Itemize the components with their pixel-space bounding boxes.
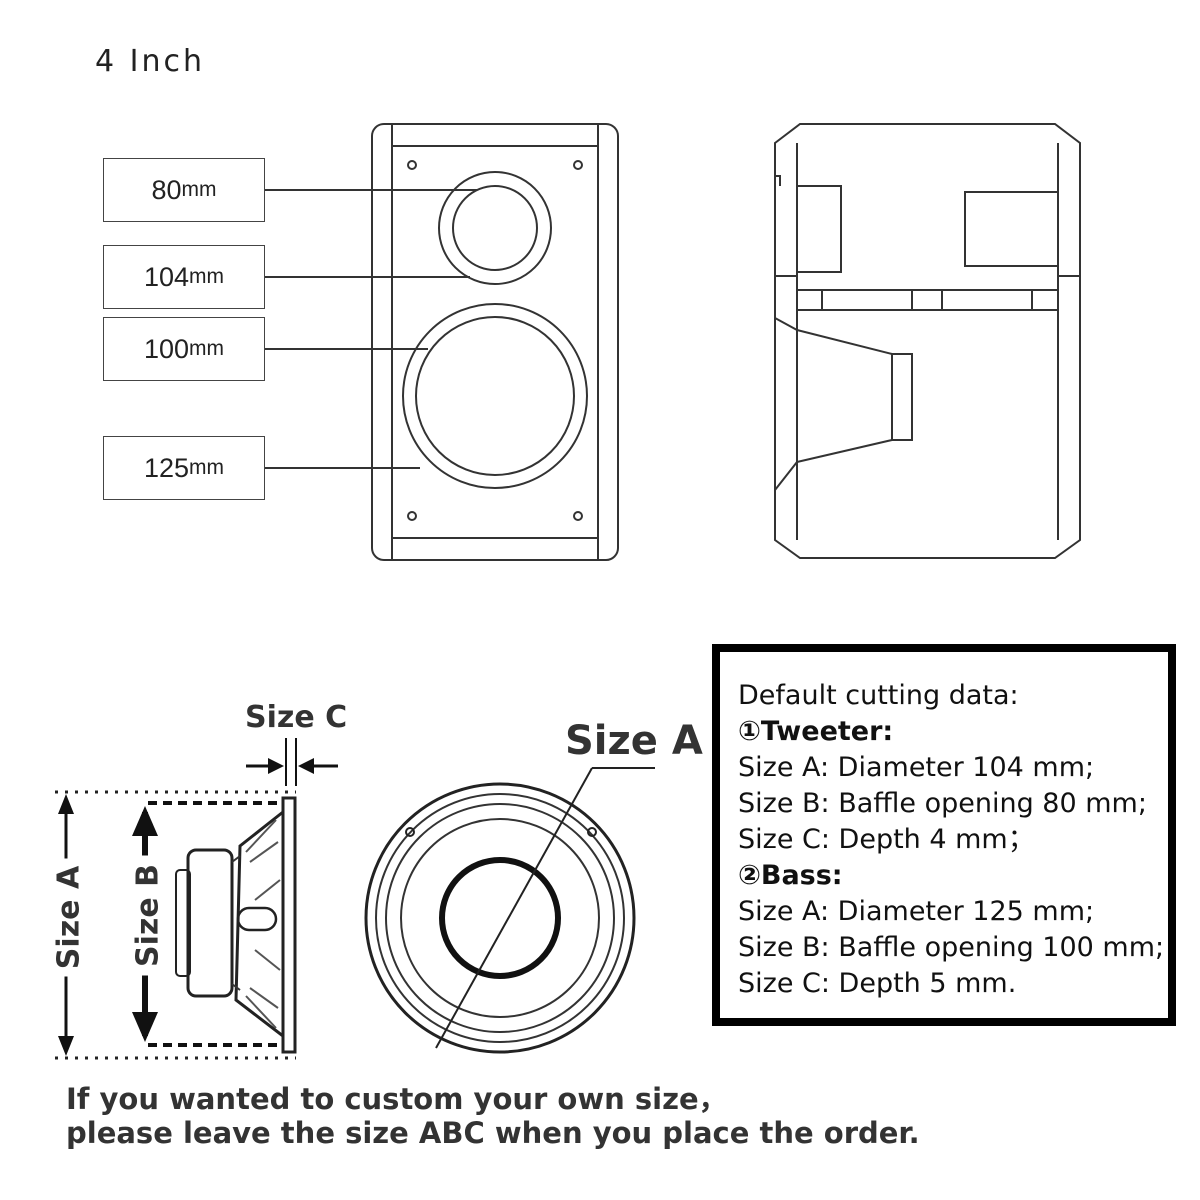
dimension-unit: mm — [189, 265, 225, 288]
driver-front-view — [364, 767, 655, 1054]
cutting-data-title: Default cutting data: — [738, 680, 1019, 711]
dimension-value: 100 — [143, 333, 190, 364]
dimension-value: 125 — [143, 452, 190, 483]
size-c-label: Size C — [245, 700, 348, 735]
dimension-unit: mm — [189, 337, 225, 360]
tweeter-size-b: Size B: Baffle opening 80 mm; — [738, 788, 1147, 819]
tweeter-heading: ①Tweeter: — [738, 716, 894, 747]
size-a-label: Size A — [51, 858, 87, 977]
tweeter-size-c: Size C: Depth 4 mm； — [738, 824, 1035, 855]
custom-size-note-line1: If you wanted to custom your own size， — [66, 1082, 728, 1116]
size-a-front-label: Size A — [565, 718, 703, 764]
dimension-value: 80 — [151, 174, 182, 205]
dimension-value: 104 — [143, 261, 190, 292]
cabinet-side-view — [774, 123, 1081, 559]
dimension-unit: mm — [189, 456, 225, 479]
tweeter-size-a: Size A: Diameter 104 mm; — [738, 752, 1095, 783]
bass-size-a: Size A: Diameter 125 mm; — [738, 896, 1095, 927]
size-b-label: Size B — [130, 855, 166, 976]
bass-size-c: Size C: Depth 5 mm. — [738, 968, 1017, 999]
page-title: 4 Inch — [95, 44, 205, 79]
bass-size-b: Size B: Baffle opening 100 mm; — [738, 932, 1165, 963]
cutting-data-box: Default cutting data: ①Tweeter: Size A: … — [712, 644, 1176, 1026]
driver-side-profile — [55, 738, 338, 1060]
cabinet-front-view — [265, 123, 619, 561]
bass-heading: ②Bass: — [738, 860, 843, 891]
dimension-unit: mm — [181, 178, 217, 201]
custom-size-note-line2: please leave the size ABC when you place… — [66, 1116, 920, 1150]
